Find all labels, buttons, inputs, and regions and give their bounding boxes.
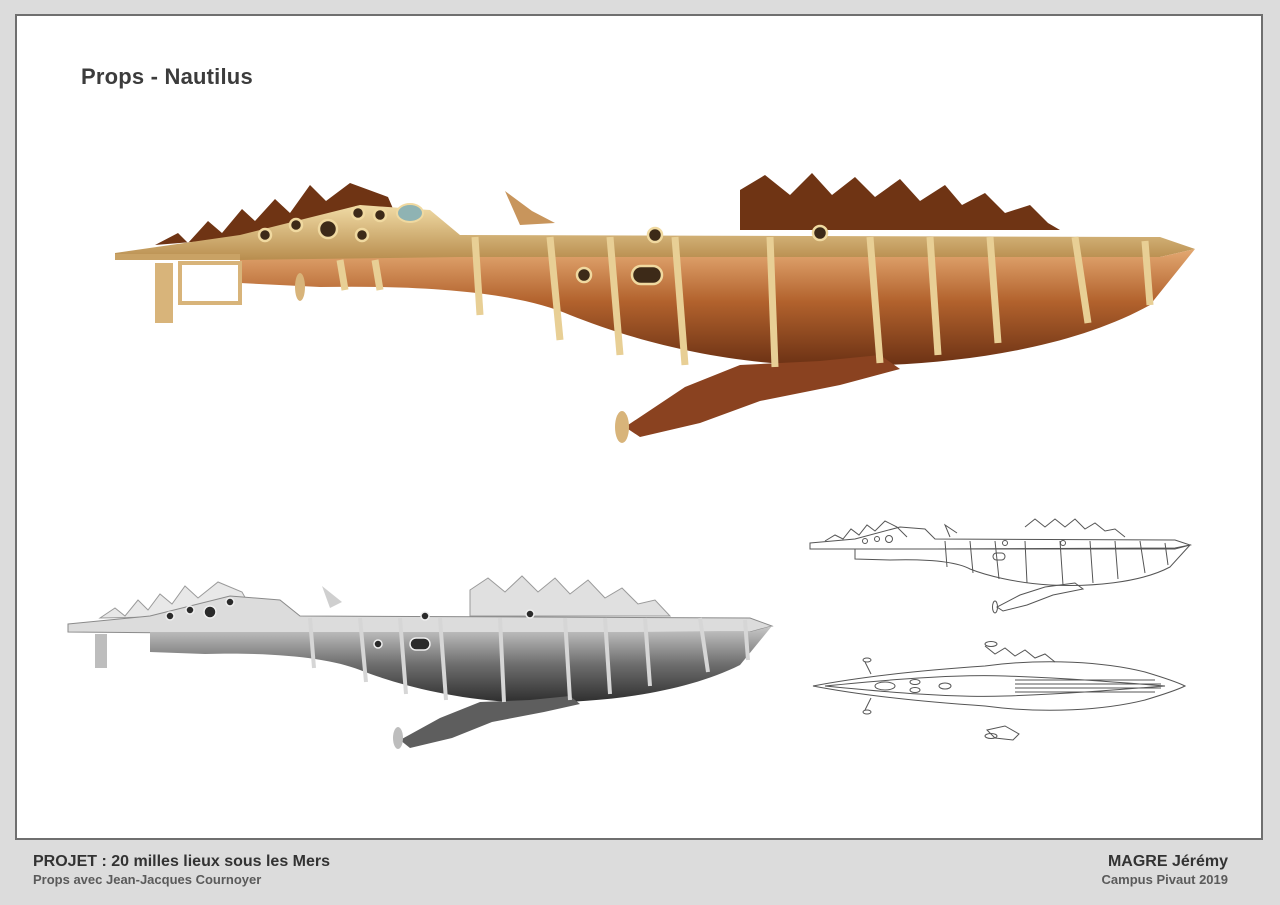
- footer-project-info: PROJET : 20 milles lieux sous les Mers P…: [33, 852, 330, 889]
- nautilus-lineart-side-illustration: [809, 518, 1192, 614]
- nautilus-color-illustration: [115, 173, 1195, 443]
- school-name: Campus Pivaut 2019: [1101, 872, 1228, 887]
- sheet-title: Props - Nautilus: [81, 64, 253, 89]
- project-subtitle: Props avec Jean-Jacques Cournoyer: [33, 872, 262, 887]
- nautilus-greyscale-illustration: [67, 575, 774, 749]
- footer-author-info: MAGRE Jérémy Campus Pivaut 2019: [1102, 852, 1228, 889]
- nautilus-lineart-top-illustration: [812, 641, 1187, 741]
- project-title: PROJET : 20 milles lieux sous les Mers: [33, 853, 331, 870]
- author-name: MAGRE Jérémy: [1107, 853, 1228, 870]
